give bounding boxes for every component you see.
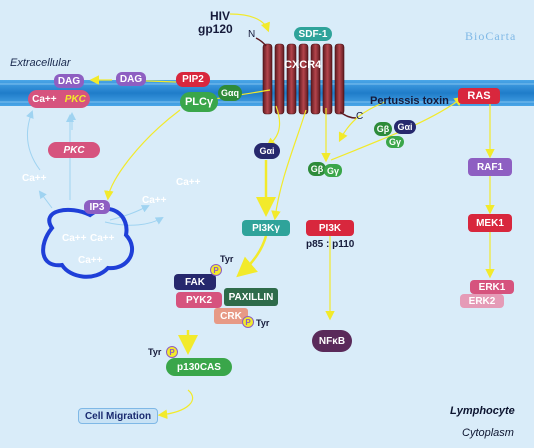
ca-left-label: Ca++ xyxy=(22,173,47,184)
pip2-node[interactable]: PIP2 xyxy=(176,72,210,87)
g-alpha-q-node[interactable]: Gαq xyxy=(218,85,242,101)
crk-node[interactable]: CRK xyxy=(214,308,248,324)
g-gamma-node[interactable]: Gγ xyxy=(386,136,404,148)
c-terminus-label: C xyxy=(356,111,364,122)
phospho-fak-badge: P xyxy=(210,264,222,276)
tyr-p130-label: Tyr xyxy=(148,347,162,357)
erk1-node[interactable]: ERK1 xyxy=(470,280,514,294)
cytoplasm-label: Cytoplasm xyxy=(462,427,514,439)
g-beta-free-node[interactable]: Gβ xyxy=(308,162,326,176)
g-alpha-i-node[interactable]: Gαi xyxy=(394,120,416,134)
fak-node[interactable]: FAK xyxy=(174,274,216,290)
tyr-crk-label: Tyr xyxy=(256,318,270,328)
pi3k-node[interactable]: PI3K xyxy=(306,220,354,236)
ras-node[interactable]: RAS xyxy=(458,88,500,104)
ca-membrane-label: Ca++ xyxy=(32,93,57,105)
er-ca3-label: Ca++ xyxy=(78,255,103,266)
dag-right-node[interactable]: DAG xyxy=(116,72,146,86)
lymphocyte-label: Lymphocyte xyxy=(450,405,515,417)
er-calcium-store xyxy=(41,207,134,279)
biocarta-watermark: BioCarta xyxy=(465,29,517,43)
ca-center-label: Ca++ xyxy=(176,177,201,188)
g-beta-node[interactable]: Gβ xyxy=(374,122,392,136)
paxillin-node[interactable]: PAXILLIN xyxy=(224,288,278,306)
pertussis-toxin-label: Pertussis toxin xyxy=(370,95,449,107)
g-gamma-free-node[interactable]: Gγ xyxy=(324,164,342,177)
phospho-crk-badge: P xyxy=(242,316,254,328)
tyr-fak-label: Tyr xyxy=(220,254,234,264)
cxcr4-label: CXCR4 xyxy=(284,59,322,71)
er-ca1-label: Ca++ xyxy=(62,233,87,244)
er-ca2-label: Ca++ xyxy=(90,233,115,244)
g-alpha-i-free-node[interactable]: Gαi xyxy=(254,143,280,159)
plc-gamma-node[interactable]: PLCγ xyxy=(180,92,218,112)
erk2-node[interactable]: ERK2 xyxy=(460,294,504,308)
pyk2-node[interactable]: PYK2 xyxy=(176,292,222,308)
ip3-node[interactable]: IP3 xyxy=(84,200,110,214)
raf1-node[interactable]: RAF1 xyxy=(468,158,512,176)
pkc-membrane-label: PKC xyxy=(64,93,86,105)
p130cas-node[interactable]: p130CAS xyxy=(166,358,232,376)
hiv-label: HIV xyxy=(210,9,231,23)
pkc-membrane-complex[interactable]: Ca++ PKC xyxy=(28,90,90,108)
pi3k-gamma-node[interactable]: PI3Kγ xyxy=(242,220,290,236)
cxcr4-receptor xyxy=(262,43,345,115)
n-terminus-label: N xyxy=(248,29,256,40)
pkc-node[interactable]: PKC xyxy=(48,142,100,158)
mek1-node[interactable]: MEK1 xyxy=(468,214,512,232)
ca-right-label: Ca++ xyxy=(142,195,167,206)
pi3k-subunits-label: p85 : p110 xyxy=(306,239,355,250)
cell-migration-button[interactable]: Cell Migration xyxy=(78,408,158,424)
calcium-arrows xyxy=(26,110,164,226)
gp120-label: gp120 xyxy=(198,22,233,36)
extracellular-label: Extracellular xyxy=(10,57,71,69)
nfkb-node[interactable]: NFκB xyxy=(312,330,352,352)
phospho-p130-badge: P xyxy=(166,346,178,358)
dag-left-node[interactable]: DAG xyxy=(54,74,84,88)
sdf1-node[interactable]: SDF-1 xyxy=(294,27,332,41)
